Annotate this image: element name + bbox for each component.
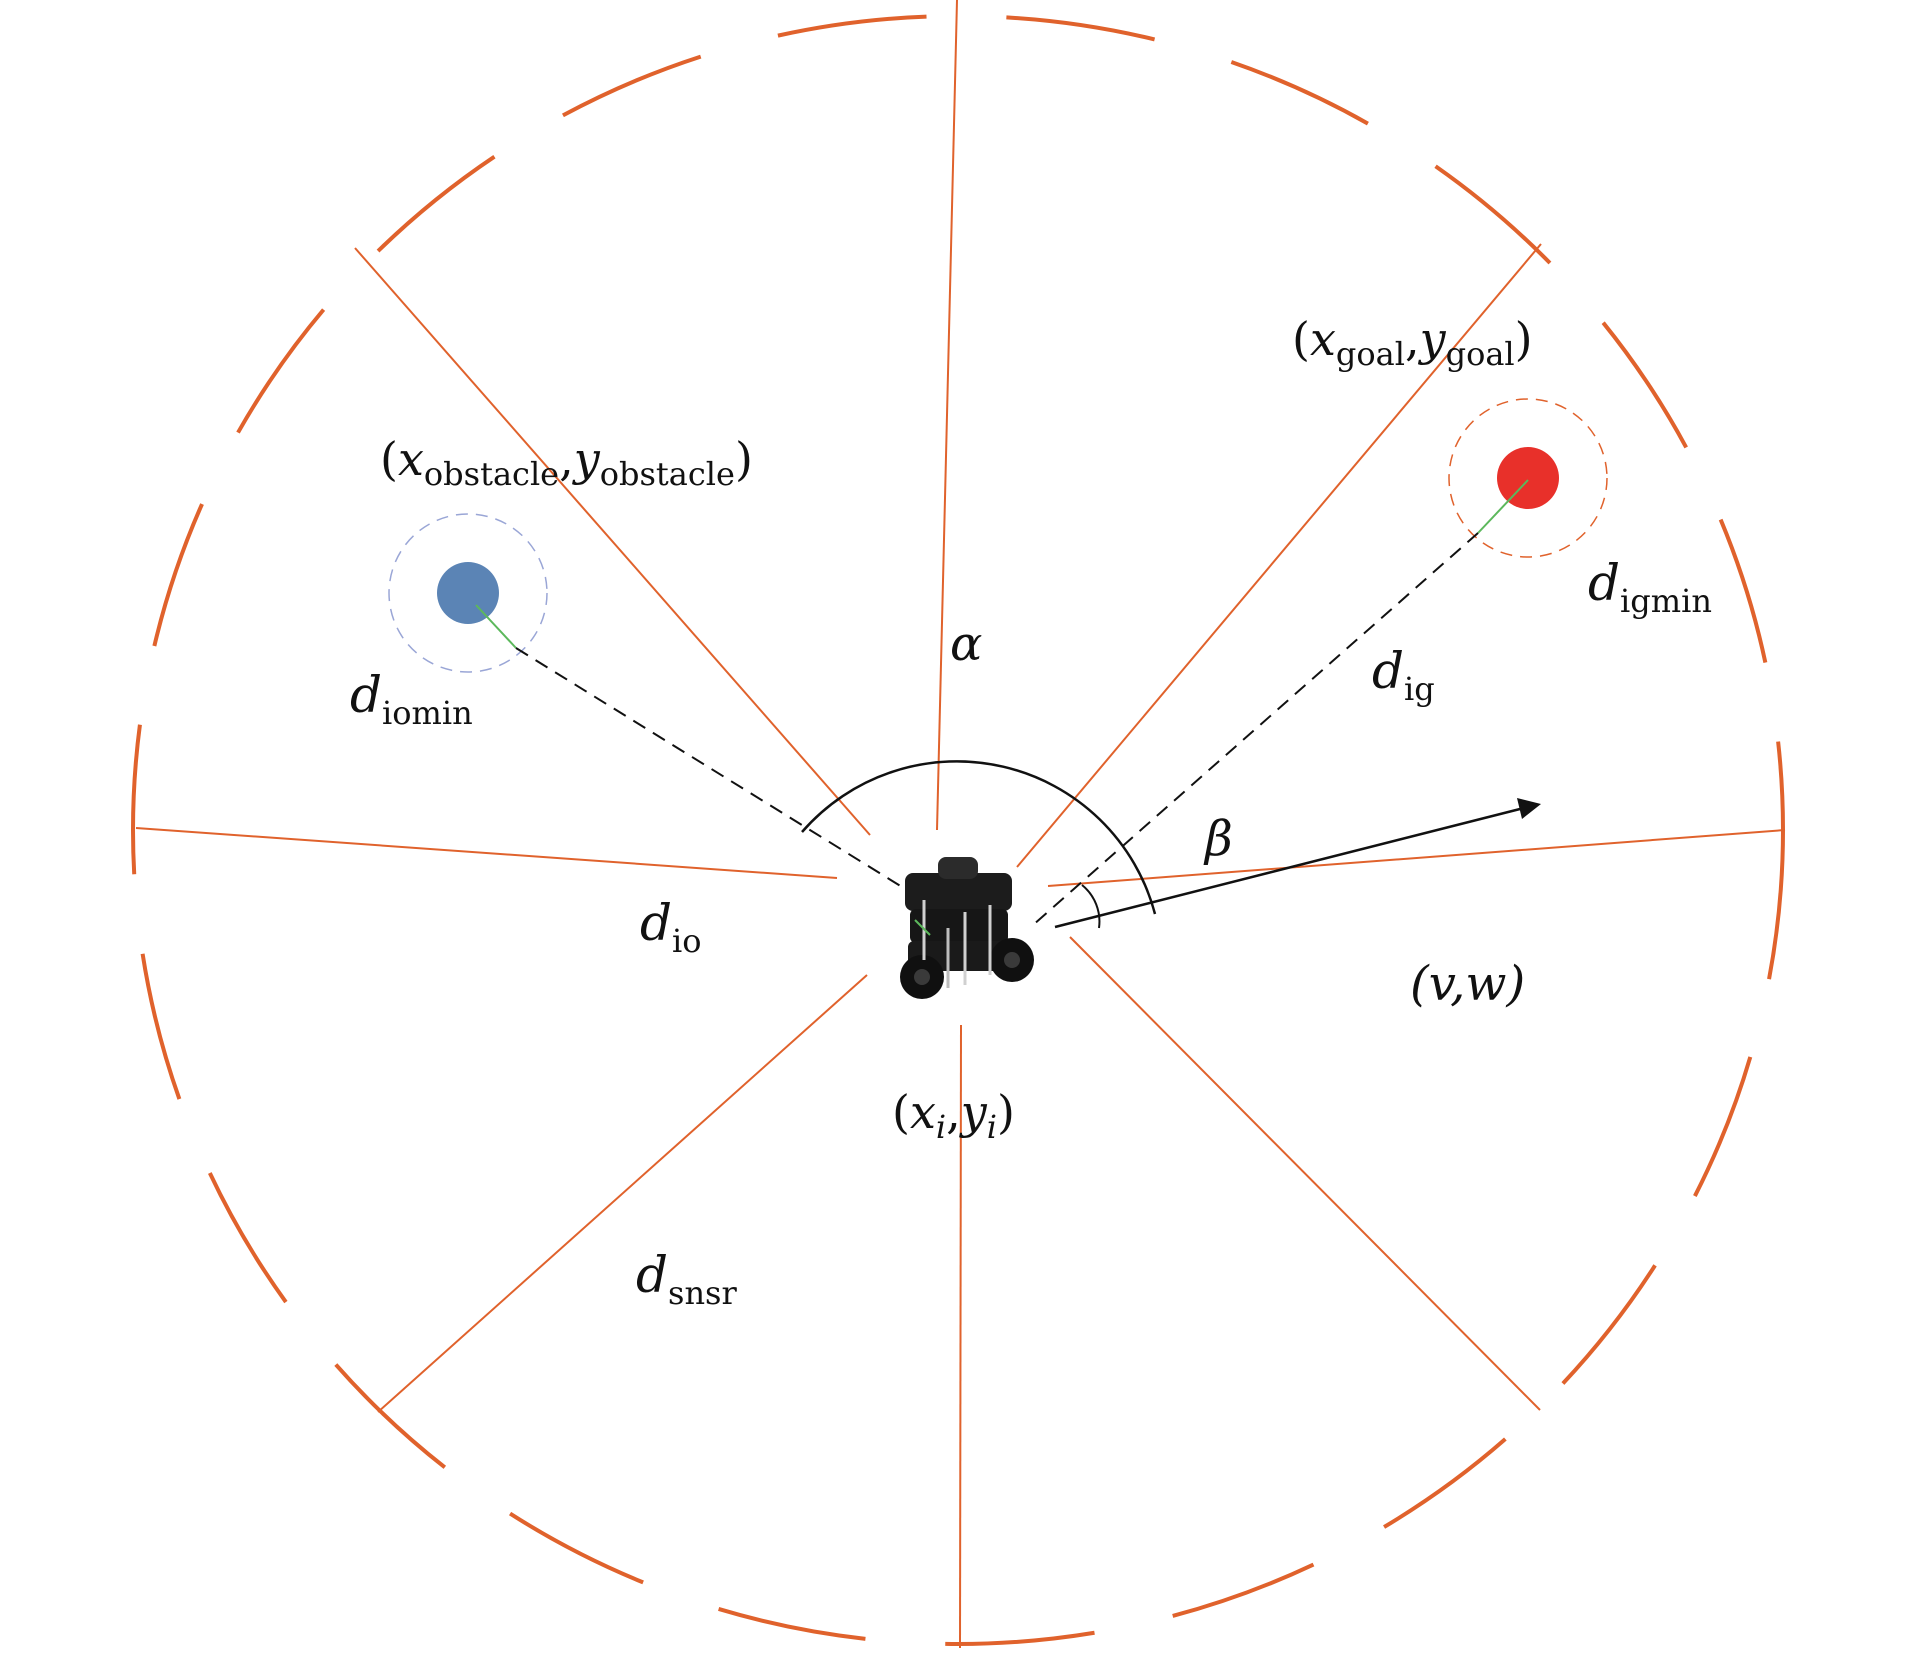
goal-coordinate-label: (xgoal,ygoal)	[1292, 312, 1533, 373]
sector-line-bottom	[959, 1024, 962, 1649]
obstacle-coord-x-sub: obstacle	[424, 455, 559, 493]
goal-radius-tip	[1477, 479, 1529, 534]
alpha-label: α	[950, 616, 982, 672]
sector-line-top	[936, 0, 958, 831]
robot-lidar	[938, 857, 978, 879]
obstacle-distance-line	[515, 647, 916, 896]
sector-line-lower-left	[377, 974, 868, 1413]
beta-label: β	[1203, 811, 1233, 867]
robot-coord-x-sub: i	[936, 1108, 946, 1146]
obstacle-radius-tip	[475, 604, 517, 649]
alpha-arc	[801, 760, 1157, 915]
d-io-main: d	[640, 894, 672, 952]
sensor-range-circle	[131, 14, 1785, 1646]
obstacle-coord-x: x	[398, 432, 424, 486]
goal-coord-comma: ,	[1405, 312, 1420, 366]
robot-body-mid	[910, 909, 1008, 943]
d-iomin-main: d	[350, 666, 382, 724]
robot-coord-x: x	[910, 1085, 936, 1139]
goal-coord-close: )	[1515, 312, 1533, 366]
d-snsr-sub: snsr	[668, 1274, 737, 1312]
d-iomin-label: diomin	[350, 666, 473, 732]
sector-line-left	[135, 827, 838, 879]
robot-coord-y: y	[959, 1085, 988, 1139]
heading-arrow-shaft	[1054, 807, 1521, 929]
goal-coord-x-sub: goal	[1336, 335, 1405, 373]
robot-coord-close: )	[997, 1085, 1015, 1139]
goal-coord-open: (	[1292, 312, 1310, 366]
goal-distance-line	[1032, 532, 1479, 926]
obstacle-coord-close: )	[735, 432, 753, 486]
robot-coord-comma: ,	[946, 1085, 961, 1139]
sector-line-right	[1047, 829, 1786, 887]
d-iomin-sub: iomin	[382, 694, 473, 732]
sector-line-upper-right	[1016, 243, 1542, 868]
robot-coord-y-sub: i	[987, 1108, 997, 1146]
goal-icon	[1497, 447, 1559, 509]
heading-arrow	[1054, 798, 1541, 929]
d-igmin-sub: igmin	[1620, 582, 1712, 620]
obstacle-coord-y: y	[572, 432, 601, 486]
obstacle-group	[388, 513, 548, 673]
sector-line-upper-left	[354, 247, 871, 836]
goal-coord-y: y	[1418, 312, 1447, 366]
robot-wheel-left-hub	[914, 969, 930, 985]
d-snsr-main: d	[636, 1246, 668, 1304]
robot-coordinate-label: (xi,yi)	[892, 1085, 1015, 1146]
obstacle-icon	[437, 562, 499, 624]
sector-lines	[135, 0, 1786, 1649]
robot-accent	[914, 919, 931, 936]
d-igmin-label: digmin	[1588, 554, 1712, 620]
sector-line-lower-right	[1069, 936, 1541, 1411]
goal-coord-y-sub: goal	[1446, 335, 1515, 373]
d-ig-sub: ig	[1404, 670, 1435, 708]
goal-group	[1448, 398, 1608, 558]
obstacle-coordinate-label: (xobstacle,yobstacle)	[380, 432, 753, 493]
guide-lines	[515, 532, 1479, 926]
robot-icon	[900, 857, 1034, 999]
obstacle-coord-y-sub: obstacle	[600, 455, 735, 493]
velocity-label: (v,w)	[1410, 956, 1525, 1012]
heading-arrow-head	[1517, 798, 1541, 819]
obstacle-range-ring	[388, 513, 548, 673]
d-snsr-label: dsnsr	[636, 1246, 737, 1312]
obstacle-coord-comma: ,	[559, 432, 574, 486]
d-igmin-main: d	[1588, 554, 1620, 612]
robot-wheel-right-hub	[1004, 952, 1020, 968]
d-ig-main: d	[1372, 642, 1404, 700]
beta-arc	[1081, 884, 1101, 929]
robot-coord-open: (	[892, 1085, 910, 1139]
robot-body-top	[905, 873, 1012, 911]
goal-coord-x: x	[1310, 312, 1336, 366]
d-io-label: dio	[640, 894, 702, 960]
obstacle-coord-open: (	[380, 432, 398, 486]
d-io-sub: io	[672, 922, 702, 960]
d-ig-label: dig	[1372, 642, 1435, 708]
goal-range-ring	[1448, 398, 1608, 558]
